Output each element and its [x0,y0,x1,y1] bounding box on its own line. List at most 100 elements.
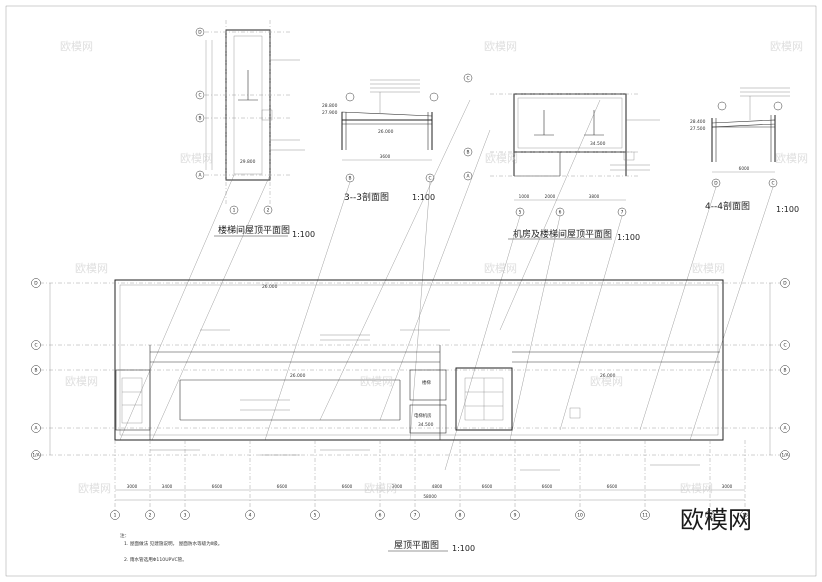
watermark-tiles: 欧模网 欧模网 欧模网 欧模网 欧模网 欧模网 欧模网 欧模网 欧模网 欧模网 … [60,40,808,495]
section-3-3-span: 3600 [380,154,391,159]
stair-roof-inner [233,35,263,175]
axis-label: D [714,181,718,187]
section-4-4-mid-level: 27.500 [690,126,706,132]
axis-label: A [198,173,201,179]
main-roof-plan: 楼梯 电梯机房 34.500 26.000 26.000 26.000 [31,278,790,563]
axis-label: A [783,426,786,432]
watermark-tile: 欧模网 [65,375,98,388]
axis-label: 7 [621,210,624,216]
section-3-3-top-level: 28.800 [322,103,338,109]
stair-roof-level: 29.800 [240,159,256,165]
room-elevator-label: 电梯机房 [414,412,432,419]
machine-room-dim: 1000 [519,194,530,199]
axis-label: B [198,116,201,122]
axis-label: 11 [642,513,648,519]
leader-annotations [150,329,700,471]
note-item: 2. 雨水管选用Φ110UPVC管。 [124,556,187,563]
watermark-brand: 欧模网 [680,506,752,534]
watermark-tile: 欧模网 [770,40,803,53]
axis-label: D [198,30,202,36]
axis-label: B [783,368,786,374]
axis-label: 10 [577,513,583,519]
stair-roof-axis-bubbles: D C B A 1 2 [195,27,273,215]
axis-label: D [783,281,787,287]
axis-label: 6 [559,210,562,216]
stair-roof-plan-title: 楼梯间屋顶平面图 [218,224,290,236]
dim-segment: 3000 [722,484,733,489]
dim-total: 58000 [423,494,437,499]
section-4-4: 28.400 27.500 6000 D C 4--4剖面图 1:100 [690,87,799,214]
roof-plan-title: 屋顶平面图 [394,540,439,551]
axis-label: B [34,368,37,374]
axis-label: 5 [519,210,522,216]
section-4-4-title: 4--4剖面图 [705,200,750,212]
axis-label: 5 [314,513,317,519]
watermark-tile: 欧模网 [360,375,393,388]
roof-plan-scale: 1:100 [452,544,475,553]
axis-label: C [428,176,431,182]
axis-label: 6 [379,513,382,519]
dim-segment: 6600 [277,484,288,489]
section-3-3-scale: 1:100 [412,193,435,202]
machine-room-plan-title: 机房及楼梯间屋顶平面图 [513,228,612,240]
section-3-3: 28.800 27.900 26.000 3600 B C 3--3剖面图 1:… [322,79,439,203]
notes-heading: 注： [120,532,129,539]
room-stair-label: 楼梯 [422,379,431,386]
axis-label: C [783,343,786,349]
axis-label: 1 [233,208,236,214]
axis-label: 2 [267,208,270,214]
section-3-3-title: 3--3剖面图 [344,191,389,203]
roof-level-left: 26.000 [290,373,306,379]
axis-label: 1 [114,513,117,519]
axis-label: 9 [514,513,517,519]
axis-label: A [34,426,37,432]
watermark-tile: 欧模网 [775,152,808,165]
machine-room-dim: 2000 [545,194,556,199]
dim-segment: 3000 [392,484,403,489]
dim-segment: 6600 [607,484,618,489]
dim-segment: 3400 [162,484,173,489]
notes-block: 注： 1. 屋面做法 见建施说明， 屋面防水等级为Ⅱ级。 2. 雨水管选用Φ11… [120,532,222,563]
stair-roof-plan-scale: 1:100 [292,230,315,239]
section-4-4-top-level: 28.400 [690,119,706,125]
axis-label: B [466,150,469,156]
axis-label: 1/A [781,453,788,459]
elevator-level: 34.500 [418,422,434,428]
axis-label: 12 [707,513,713,519]
machine-room-roof-plan: 34.500 1000 2000 3800 C B A 5 6 7 机房及楼梯间… [463,73,660,242]
axis-label: C [771,181,774,187]
axis-label: A [466,174,469,180]
dim-segment: 4800 [432,484,443,489]
section-3-3-mid-level: 27.900 [322,110,338,116]
bottom-axis-bubbles: 1 2 3 4 5 6 7 8 9 10 11 12 13 [110,510,750,520]
stair-roof-outline [225,29,271,181]
watermark-tile: 欧模网 [180,152,213,165]
axis-label: C [34,343,37,349]
sheet-border [5,5,817,577]
roof-outline [114,279,724,441]
machine-room-dim: 3800 [589,194,600,199]
watermark-tile: 欧模网 [590,375,623,388]
note-item: 1. 屋面做法 见建施说明， 屋面防水等级为Ⅱ级。 [124,540,222,547]
section-4-4-scale: 1:100 [776,205,799,214]
dim-segment: 6600 [342,484,353,489]
watermark-tile: 欧模网 [78,482,111,495]
watermark-tile: 欧模网 [680,482,713,495]
axis-label: C [198,93,201,99]
axis-label: 2 [149,513,152,519]
right-axis-bubbles: D C B A 1/A [780,278,790,460]
left-axis-bubbles: D C B A 1/A [31,278,41,460]
bottom-dimensions: 3000 3400 6600 6600 6600 3000 4800 6600 … [127,484,733,499]
machine-room-plan-scale: 1:100 [617,233,640,242]
roof-level-top: 26.000 [262,284,278,290]
dim-segment: 6600 [542,484,553,489]
dim-segment: 3000 [127,484,138,489]
axis-label: 3 [184,513,187,519]
projection-lines [119,99,774,471]
dim-segment: 6600 [482,484,493,489]
axis-label: B [348,176,351,182]
section-3-3-roof-level: 26.000 [378,129,394,135]
watermark-tile: 欧模网 [60,40,93,53]
axis-label: 7 [414,513,417,519]
